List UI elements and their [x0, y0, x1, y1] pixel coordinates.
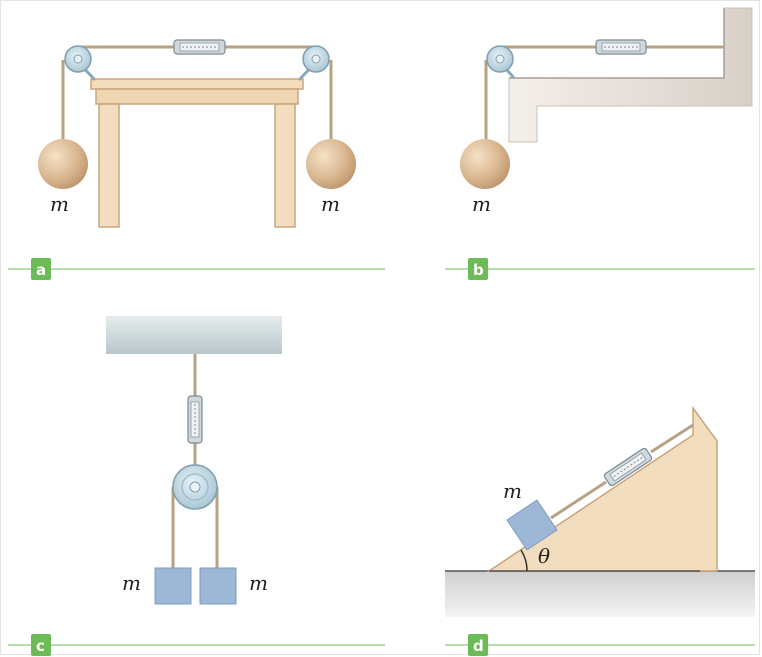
rope — [550, 423, 694, 520]
hanging-block — [154, 567, 192, 605]
pulley-icon — [486, 45, 516, 79]
mass-label: m — [50, 192, 69, 216]
panel-b: m b — [445, 7, 755, 280]
panel-a: m m a — [8, 39, 385, 280]
mass-label: m — [321, 192, 340, 216]
angle-label: θ — [538, 544, 550, 568]
wall — [508, 7, 753, 143]
angle-arc — [520, 549, 528, 572]
mass-label: m — [503, 479, 522, 503]
hanging-ball — [460, 139, 510, 189]
incline — [486, 405, 718, 572]
panel-d: m θ d — [445, 405, 755, 656]
panel-tag-label: d — [473, 637, 484, 655]
panel-tag-label: a — [36, 261, 46, 279]
rope — [61, 45, 333, 141]
rope — [484, 45, 724, 141]
mass-label: m — [249, 571, 268, 595]
spring-scale-icon — [173, 39, 226, 55]
ceiling — [106, 316, 282, 354]
table — [90, 78, 304, 228]
hanging-ball — [38, 139, 88, 189]
spring-scale-icon — [595, 39, 647, 55]
mass-label: m — [122, 571, 141, 595]
incline-block — [506, 499, 558, 551]
mass-label: m — [472, 192, 491, 216]
pulley-icon — [297, 45, 330, 82]
ground — [445, 571, 755, 617]
hanging-block — [199, 567, 237, 605]
panel-tag — [31, 634, 51, 656]
panel-tag-label: b — [473, 261, 484, 279]
panel-c: m m c — [8, 316, 385, 656]
spring-scale-icon — [187, 395, 203, 444]
panel-tag-label: c — [36, 637, 45, 655]
rope — [171, 354, 219, 568]
panel-tag — [31, 258, 51, 280]
pulley-icon — [64, 45, 97, 82]
panel-tag — [468, 258, 488, 280]
pulley-icon — [172, 464, 218, 510]
spring-scale-icon — [603, 447, 653, 487]
hanging-ball — [306, 139, 356, 189]
panel-tag — [468, 634, 488, 656]
